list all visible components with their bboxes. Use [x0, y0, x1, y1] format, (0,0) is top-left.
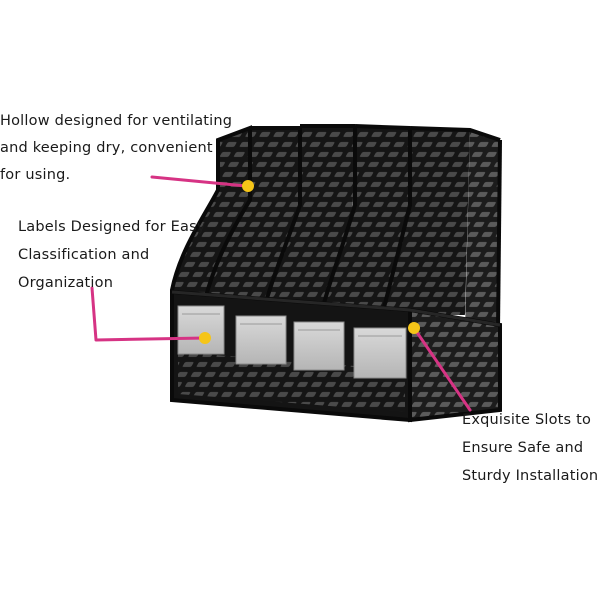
- callout-text: Classification and: [18, 247, 150, 263]
- callout-text: Hollow designed for ventilating: [0, 113, 233, 129]
- marker-dots: [199, 180, 420, 344]
- rear-panels: [205, 126, 500, 330]
- label-card: [293, 321, 345, 371]
- callout-ventilation: Hollow designed for ventilating and keep…: [0, 108, 232, 189]
- panel-edges: [250, 124, 502, 331]
- callout-slots: Exquisite Slots to Ensure Safe and Sturd…: [462, 406, 598, 490]
- callout-text: Labels Designed for Easy: [18, 219, 206, 235]
- label-card: [353, 327, 407, 379]
- leader-lines: [90, 175, 472, 412]
- callout-text: Exquisite Slots to: [462, 412, 592, 428]
- yellow-dot-icon: [242, 180, 254, 192]
- yellow-dot-icon: [408, 322, 420, 334]
- leader-line-ventilation: [150, 175, 248, 188]
- leader-line-labels: [90, 286, 207, 342]
- callout-text: Ensure Safe and: [462, 440, 584, 456]
- label-cards: [177, 305, 407, 379]
- callout-text: and keeping dry, convenient: [0, 140, 213, 156]
- yellow-dot-icon: [199, 332, 211, 344]
- callout-text: Sturdy Installation: [462, 468, 599, 484]
- label-card: [177, 305, 225, 355]
- callout-text: for using.: [0, 167, 71, 183]
- callout-labels: Labels Designed for Easy Classification …: [18, 213, 206, 297]
- leader-line-slots: [412, 326, 472, 412]
- label-card: [235, 315, 287, 365]
- callout-text: Organization: [18, 275, 114, 291]
- front-box: [170, 289, 502, 423]
